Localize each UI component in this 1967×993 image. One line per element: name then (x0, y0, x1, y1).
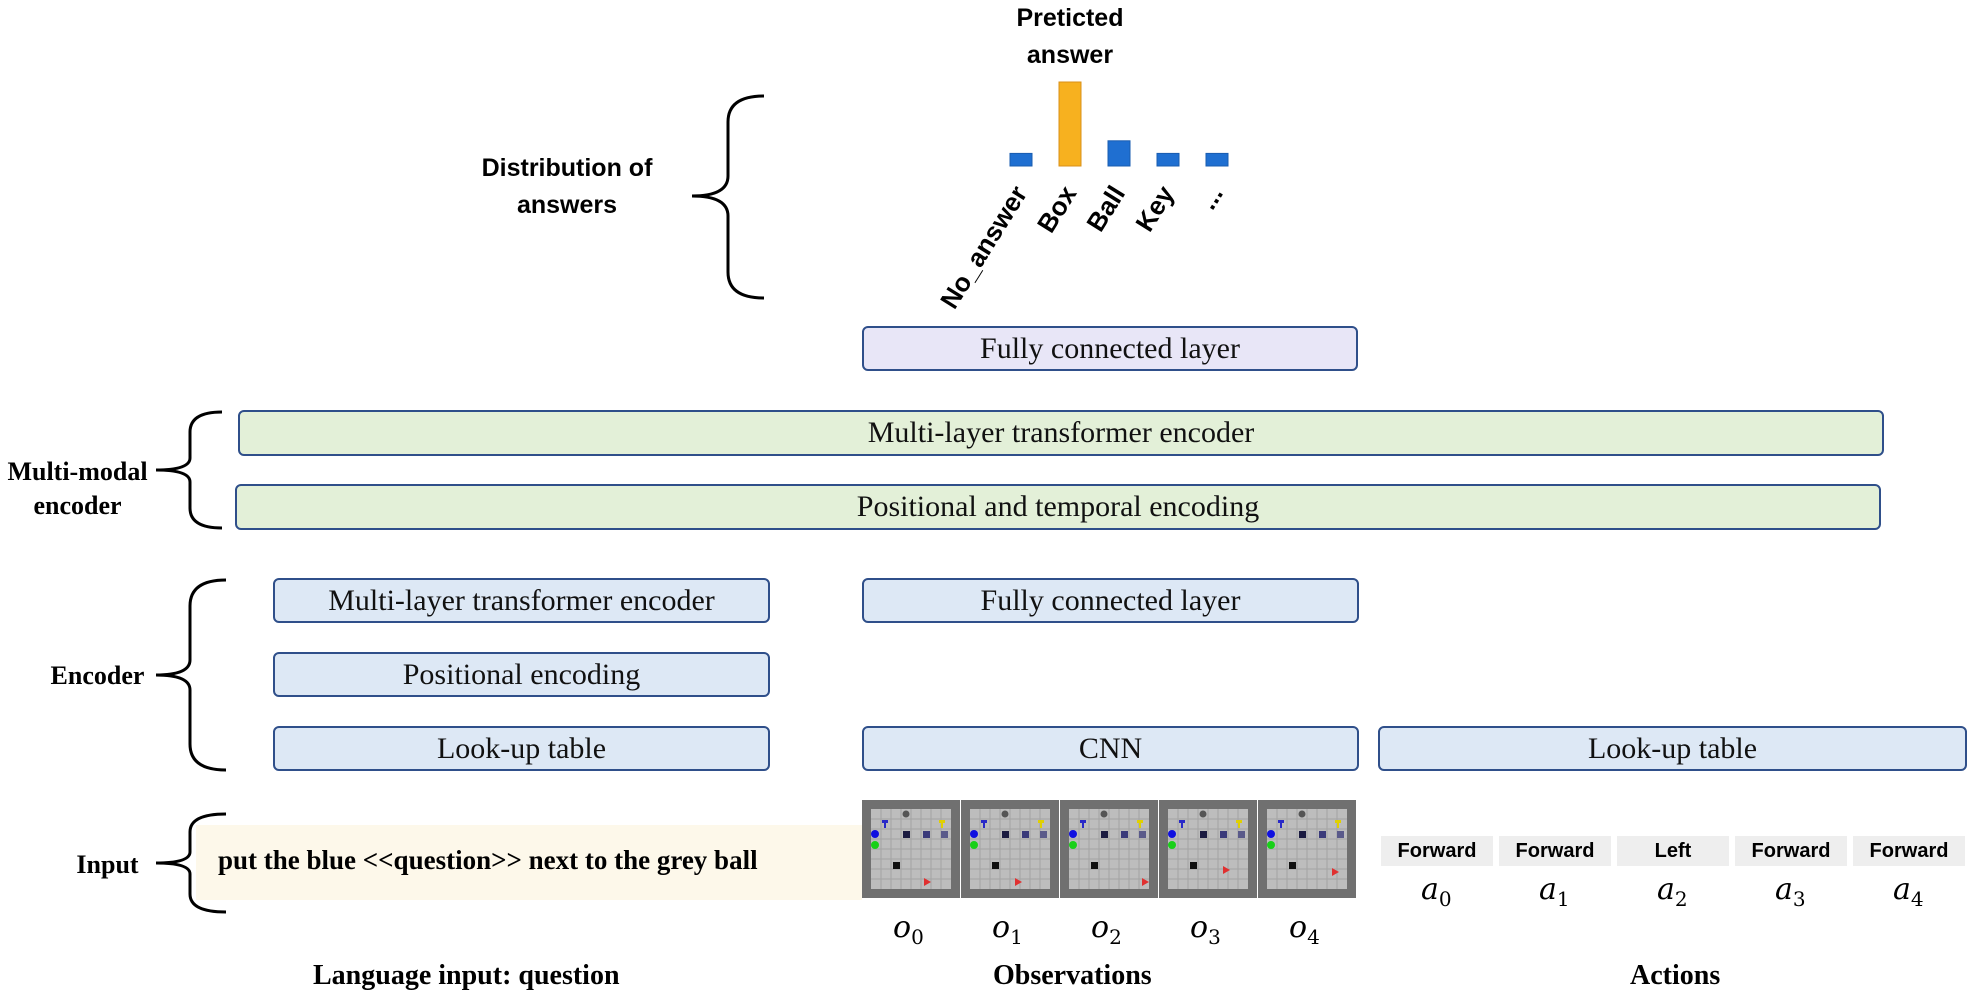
language-lookup-table: Look-up table (273, 726, 770, 771)
multimodal-encoder-label: Multi-modal encoder (7, 457, 148, 520)
observation-frame-2 (1060, 800, 1158, 898)
input-label: Input (76, 850, 139, 879)
vision-fc-layer: Fully connected layer (862, 578, 1359, 623)
gridworld-icon (1258, 800, 1356, 898)
input-brace (155, 812, 227, 914)
observation-frame-0 (862, 800, 960, 898)
action-cell-3: Forward (1735, 836, 1847, 866)
action-cell-4: Forward (1853, 836, 1965, 866)
action-symbol-4: a4 (1893, 872, 1924, 911)
observation-frame-3 (1159, 800, 1257, 898)
action-symbol-3: a3 (1775, 872, 1806, 911)
question-text: put the blue <<question>> next to the gr… (218, 845, 758, 875)
action-cell-2: Left (1617, 836, 1729, 866)
gridworld-icon (862, 800, 960, 898)
answer-bar- (1205, 152, 1229, 167)
actions-caption: Actions (1630, 960, 1721, 991)
answer-bar-ball (1107, 140, 1131, 167)
action-symbol-2: a2 (1657, 872, 1688, 911)
gridworld-icon (961, 800, 1059, 898)
multimodal-transformer-encoder: Multi-layer transformer encoder (238, 410, 1884, 456)
action-cell-1: Forward (1499, 836, 1611, 866)
answer-bar-box (1058, 81, 1082, 167)
cnn-block: CNN (862, 726, 1359, 771)
gridworld-icon (1159, 800, 1257, 898)
distribution-label: Distribution of answers (481, 154, 653, 219)
observation-symbol-3: o3 (1190, 910, 1221, 949)
language-transformer-encoder: Multi-layer transformer encoder (273, 578, 770, 623)
positional-temporal-encoding: Positional and temporal encoding (235, 484, 1881, 530)
answer-tick-0: No_answer (934, 179, 1034, 314)
answer-fc-layer: Fully connected layer (862, 326, 1358, 371)
answer-tick-2: Ball (1080, 179, 1131, 237)
observation-symbol-1: o1 (992, 910, 1023, 949)
question-box (196, 825, 862, 900)
observation-frame-4 (1258, 800, 1356, 898)
multimodal-brace (155, 410, 223, 530)
language-positional-encoding: Positional encoding (273, 652, 770, 697)
action-cell-0: Forward (1381, 836, 1493, 866)
action-symbol-1: a1 (1539, 872, 1570, 911)
action-symbol-0: a0 (1421, 872, 1452, 911)
observation-symbol-2: o2 (1091, 910, 1122, 949)
distribution-brace (691, 94, 765, 300)
answer-bar-chart (1009, 81, 1229, 167)
observations-caption: Observations (993, 960, 1152, 991)
encoder-brace (155, 578, 227, 772)
observation-symbol-4: o4 (1289, 910, 1320, 949)
predicted-answer-label: Preticted answer (1016, 4, 1124, 69)
answer-bar-key (1156, 152, 1180, 167)
observation-symbol-0: o0 (893, 910, 924, 949)
answer-tick-1: Box (1030, 179, 1083, 238)
observation-frame-1 (961, 800, 1059, 898)
action-lookup-table: Look-up table (1378, 726, 1967, 771)
answer-tick-4: ... (1192, 179, 1229, 215)
answer-tick-3: Key (1129, 179, 1180, 237)
answer-bar-noanswer (1009, 152, 1033, 167)
encoder-label: Encoder (50, 661, 145, 690)
gridworld-icon (1060, 800, 1158, 898)
language-input-caption: Language input: question (313, 960, 620, 991)
